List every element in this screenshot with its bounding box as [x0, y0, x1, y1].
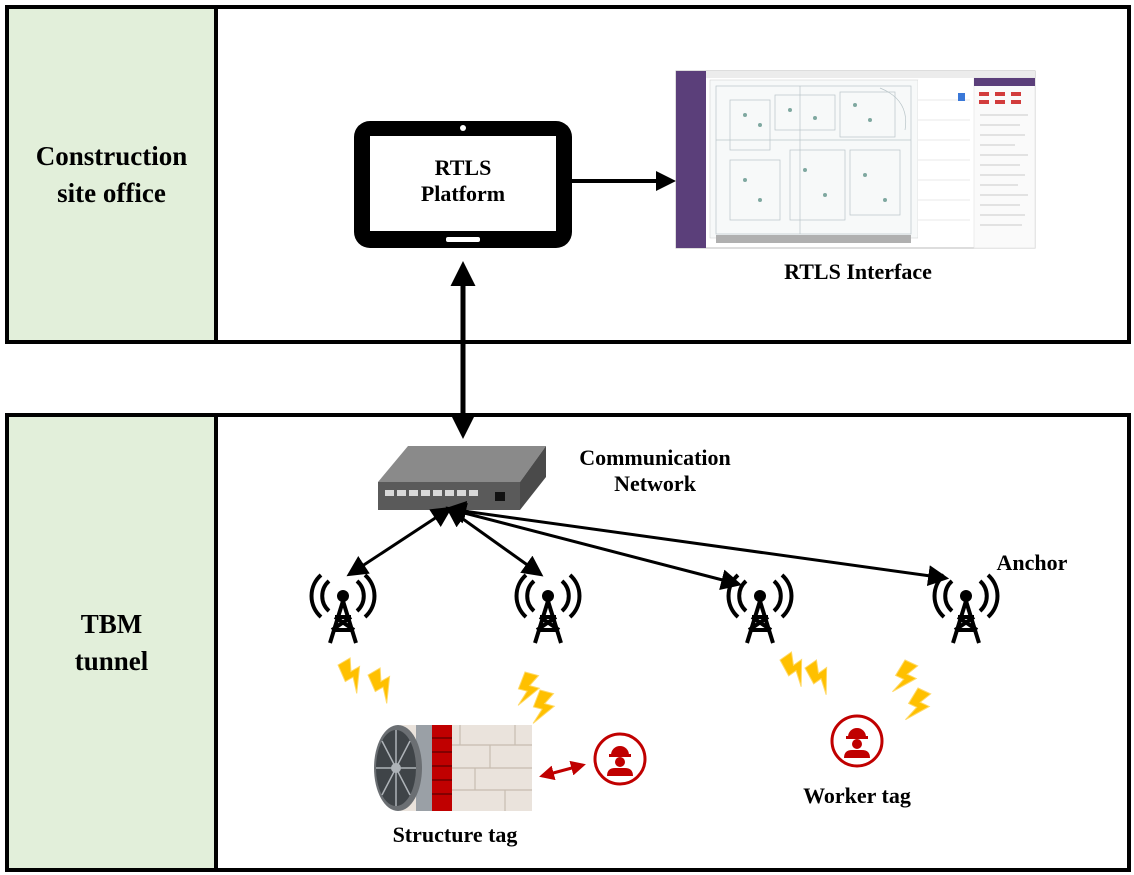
worker-helmet-icon	[593, 732, 647, 786]
office-label-line2: site office	[57, 177, 166, 208]
tunnel-panel: TBM tunnel	[5, 413, 1131, 872]
structure-tag-label: Structure tag	[392, 822, 518, 847]
network-switch-icon	[378, 446, 546, 510]
office-label-line1: Construction	[35, 141, 188, 172]
platform-label-line1: RTLS	[434, 155, 492, 180]
tunnel-label: TBM tunnel	[9, 417, 218, 868]
tablet-icon	[354, 121, 572, 248]
network-label: Communication Network	[555, 445, 755, 498]
antenna-tower-icon	[932, 573, 1000, 645]
antenna-tower-icon	[514, 573, 582, 645]
wireless-signal-icon	[335, 655, 402, 706]
platform-label: RTLS Platform	[370, 155, 556, 208]
antenna-tower-icon	[726, 573, 794, 645]
wireless-signal-icon	[777, 649, 840, 698]
worker-helmet-icon	[830, 714, 884, 768]
wireless-signal-icon	[513, 670, 558, 729]
platform-label-line2: Platform	[420, 181, 506, 207]
structure-worker-arrow	[539, 760, 586, 781]
wireless-signal-icon	[888, 658, 935, 727]
office-label: Construction site office	[9, 9, 218, 340]
tunnel-label-line1: TBM	[80, 609, 143, 640]
network-label-line2: Network	[614, 471, 696, 497]
antenna-tower-icon	[309, 573, 377, 645]
anchor-label: Anchor	[996, 550, 1068, 575]
tunnel-label-line2: tunnel	[74, 645, 149, 676]
interface-caption: RTLS Interface	[784, 259, 932, 284]
network-anchor-links	[346, 500, 950, 590]
network-label-line1: Communication	[579, 445, 731, 470]
tbm-machine-icon	[374, 725, 532, 811]
worker-tag-label: Worker tag	[803, 783, 911, 808]
rtls-interface-screenshot	[675, 70, 1036, 249]
